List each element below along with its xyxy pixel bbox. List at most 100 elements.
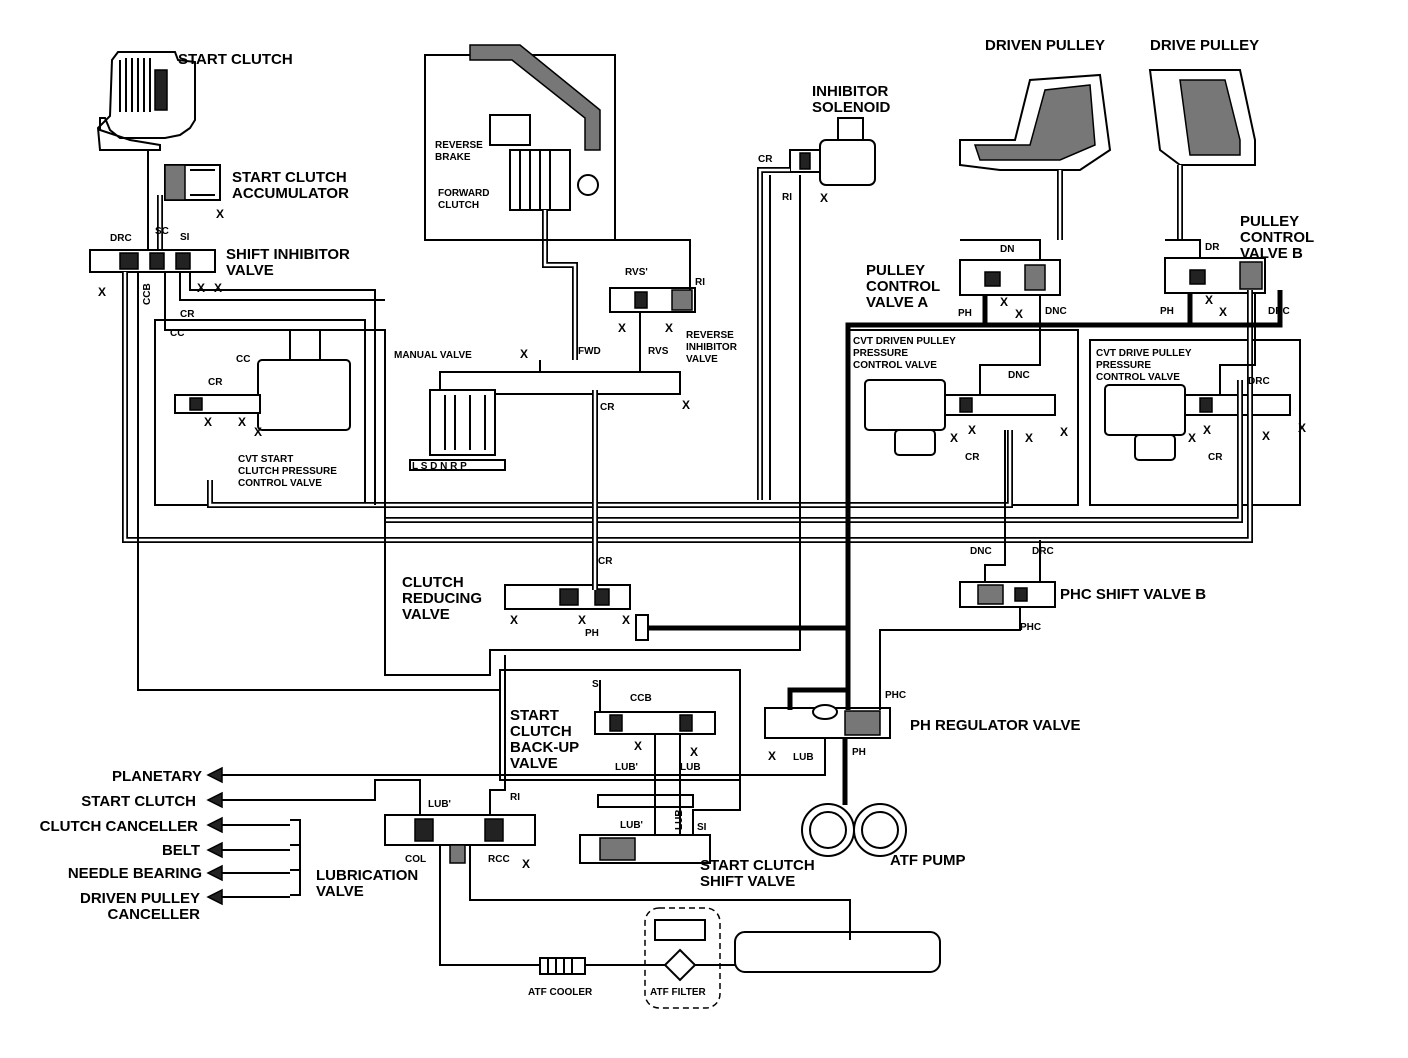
label-cvt-start: CVT START	[238, 454, 293, 465]
port-phc: PHC	[1020, 622, 1041, 633]
port-si: SI	[180, 232, 190, 243]
port-x: X	[682, 398, 690, 412]
atf-filter	[644, 907, 721, 1009]
label-manual-positions: L S D N R P	[412, 461, 467, 472]
label-start-clutch-backup-4: VALVE	[510, 755, 558, 772]
label-cvt-driven-2: PRESSURE	[853, 348, 908, 359]
start-clutch	[96, 51, 196, 151]
label-cvt-drive-2: PRESSURE	[1096, 360, 1151, 371]
output-planetary: PLANETARY	[112, 768, 202, 785]
label-reverse-inhibitor-valve: REVERSE	[686, 330, 734, 341]
label-start-clutch: START CLUTCH	[178, 51, 293, 68]
port-lub: LUB	[674, 809, 685, 830]
label-driven-pulley: DRIVEN PULLEY	[985, 37, 1105, 54]
port-x: X	[214, 281, 222, 295]
port-cr: CR	[758, 154, 773, 165]
port-dnc: DNC	[970, 546, 992, 557]
port-dn: DN	[1000, 244, 1014, 255]
start-clutch-back-up-valve	[499, 669, 741, 781]
label-shift-inhibitor-valve: SHIFT INHIBITOR	[226, 246, 350, 263]
reverse-brake-forward-clutch	[424, 44, 616, 241]
pulley-control-valve-a	[959, 259, 1061, 296]
atf-pump	[801, 803, 907, 857]
port-x: X	[1060, 425, 1068, 439]
manual-valve	[409, 371, 681, 471]
label-cvt-drive: CVT DRIVE PULLEY	[1096, 348, 1192, 359]
port-dnc: DNC	[1045, 306, 1067, 317]
port-fwd: FWD	[578, 346, 601, 357]
label-start-clutch-accumulator-2: ACCUMULATOR	[232, 185, 349, 202]
port-ph: PH	[958, 308, 972, 319]
port-cr: CR	[208, 377, 223, 388]
port-drc: DRC	[1248, 376, 1270, 387]
label-lubrication-valve-2: VALVE	[316, 883, 364, 900]
label-atf-filter: ATF FILTER	[650, 987, 707, 998]
atf-cooler	[539, 957, 586, 975]
port-x: X	[510, 613, 518, 627]
pulley-control-valve-b	[1164, 257, 1266, 294]
label-start-clutch-accumulator: START CLUTCH	[232, 169, 347, 186]
port-x: X	[1205, 293, 1213, 307]
driven-pulley	[959, 73, 1112, 171]
port-ph: PH	[852, 747, 866, 758]
label-clutch-reducing-valve-3: VALVE	[402, 606, 450, 623]
port-x: X	[820, 191, 828, 205]
port-x: X	[522, 857, 530, 871]
port-sc: SC	[155, 226, 169, 237]
port-x: X	[622, 613, 630, 627]
atf-sump	[734, 931, 941, 973]
label-start-clutch-backup-3: BACK-UP	[510, 739, 579, 756]
port-rcc: RCC	[488, 854, 510, 865]
drive-pulley	[1148, 69, 1256, 166]
port-x: X	[1000, 295, 1008, 309]
port-x: X	[1015, 307, 1023, 321]
port-x: X	[618, 321, 626, 335]
port-x: X	[578, 613, 586, 627]
label-reverse-brake-2: BRAKE	[435, 152, 471, 163]
port-x: X	[968, 423, 976, 437]
output-start-clutch: START CLUTCH	[81, 793, 196, 810]
ph-regulator-valve	[764, 704, 891, 739]
port-x: X	[634, 739, 642, 753]
port-x: X	[690, 745, 698, 759]
port-x: X	[98, 285, 106, 299]
port-lub: LUB	[793, 752, 814, 763]
label-start-clutch-backup-2: CLUTCH	[510, 723, 572, 740]
port-x: X	[1298, 421, 1306, 435]
shift-inhibitor-valve	[89, 249, 216, 273]
start-clutch-shift-valve	[579, 794, 711, 864]
hydraulic-lines	[122, 150, 1283, 966]
port-ccb: CCB	[630, 693, 652, 704]
inhibitor-solenoid	[789, 117, 876, 186]
port-cr: CR	[600, 402, 615, 413]
port-lub-prime: LUB'	[428, 799, 451, 810]
port-lub: LUB	[680, 762, 701, 773]
port-x: X	[204, 415, 212, 429]
port-x: X	[950, 431, 958, 445]
label-pulley-control-valve-b-3: VALVE B	[1240, 245, 1303, 262]
port-ccb: CCB	[142, 283, 153, 305]
port-drc: DRC	[1032, 546, 1054, 557]
port-dnc: DNC	[1008, 370, 1030, 381]
port-drc: DRC	[110, 233, 132, 244]
label-pulley-control-valve-a: PULLEY	[866, 262, 925, 279]
output-clutch-canceller: CLUTCH CANCELLER	[40, 818, 198, 835]
output-driven-pulley-canceller-2: CANCELLER	[108, 906, 201, 923]
label-shift-inhibitor-valve-2: VALVE	[226, 262, 274, 279]
label-pulley-control-valve-a-2: CONTROL	[866, 278, 940, 295]
port-x: X	[520, 347, 528, 361]
port-x: X	[216, 207, 224, 221]
port-si: SI	[592, 679, 602, 690]
output-driven-pulley-canceller: DRIVEN PULLEY	[80, 890, 200, 907]
label-pulley-control-valve-b-2: CONTROL	[1240, 229, 1314, 246]
port-dr: DR	[1205, 242, 1220, 253]
label-cvt-driven: CVT DRIVEN PULLEY	[853, 336, 956, 347]
port-cr: CR	[180, 309, 195, 320]
label-lubrication-valve: LUBRICATION	[316, 867, 418, 884]
label-reverse-inhibitor-valve-2: INHIBITOR	[686, 342, 738, 353]
port-si: SI	[697, 822, 707, 833]
port-x: X	[238, 415, 246, 429]
label-forward-clutch-2: CLUTCH	[438, 200, 479, 211]
label-pulley-control-valve-b: PULLEY	[1240, 213, 1299, 230]
